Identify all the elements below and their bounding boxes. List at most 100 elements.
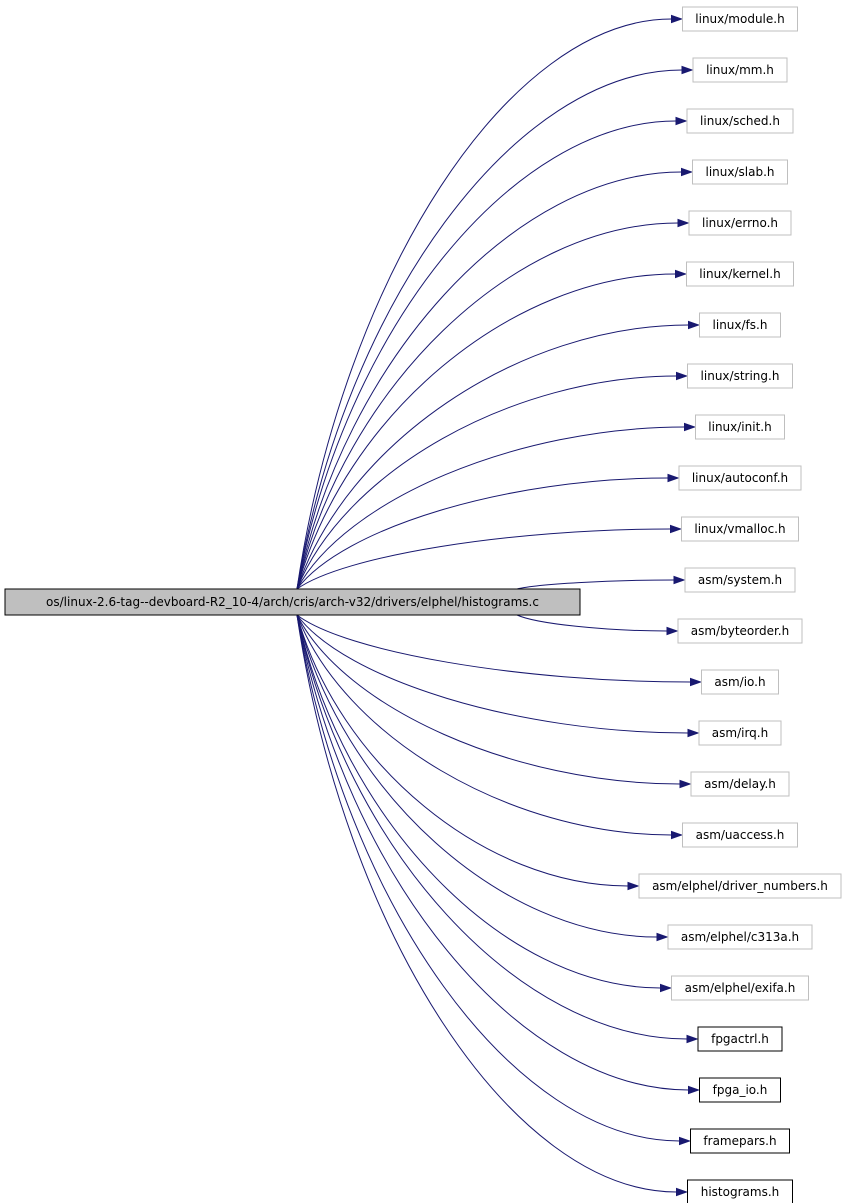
edge-arrowhead	[681, 65, 694, 75]
include-node-asm-irq-h: asm/irq.h	[698, 720, 782, 746]
edge-arrowhead	[660, 983, 673, 993]
include-edge	[296, 171, 682, 590]
edge-arrowhead	[684, 422, 697, 432]
include-node-linux-init-h: linux/init.h	[695, 414, 785, 440]
include-label: asm/byteorder.h	[691, 624, 789, 638]
include-node-linux-slab-h: linux/slab.h	[692, 159, 788, 185]
include-edge	[296, 614, 658, 938]
include-label: linux/slab.h	[706, 165, 775, 179]
include-node-asm-elphel-exifa-h: asm/elphel/exifa.h	[671, 975, 809, 1001]
include-label: framepars.h	[703, 1134, 776, 1148]
edge-arrowhead	[687, 728, 700, 738]
include-node-fpgactrl-h[interactable]: fpgactrl.h	[697, 1026, 783, 1052]
include-edge	[296, 528, 671, 590]
include-node-asm-elphel-c313a-h: asm/elphel/c313a.h	[667, 924, 813, 950]
edge-arrowhead	[673, 575, 686, 585]
include-node-framepars-h[interactable]: framepars.h	[690, 1128, 790, 1154]
include-node-asm-system-h: asm/system.h	[684, 567, 796, 593]
include-edge	[296, 18, 672, 590]
include-label: linux/autoconf.h	[692, 471, 788, 485]
include-label: linux/string.h	[701, 369, 780, 383]
include-node-histograms-h[interactable]: histograms.h	[687, 1179, 793, 1203]
include-label: asm/elphel/driver_numbers.h	[652, 879, 828, 893]
include-node-asm-byteorder-h: asm/byteorder.h	[677, 618, 803, 644]
edge-arrowhead	[676, 371, 689, 381]
include-node-linux-autoconf-h: linux/autoconf.h	[678, 465, 802, 491]
include-node-linux-sched-h: linux/sched.h	[686, 108, 794, 134]
include-edge	[516, 579, 675, 590]
include-edge	[296, 614, 677, 1193]
include-label: asm/elphel/exifa.h	[685, 981, 796, 995]
include-edge	[296, 324, 689, 590]
include-edge	[296, 375, 677, 590]
include-edge	[296, 614, 691, 683]
edge-arrowhead	[690, 677, 703, 687]
edge-arrowhead	[676, 1187, 689, 1197]
include-label: linux/errno.h	[702, 216, 778, 230]
edge-arrowhead	[671, 14, 684, 24]
include-label: asm/io.h	[714, 675, 765, 689]
include-edge	[296, 120, 677, 590]
include-node-linux-vmalloc-h: linux/vmalloc.h	[681, 516, 799, 542]
include-edges	[296, 14, 703, 1197]
include-edge	[296, 614, 688, 1040]
include-label: fpga_io.h	[713, 1083, 768, 1097]
include-edge	[296, 614, 689, 734]
edge-arrowhead	[686, 1034, 699, 1044]
include-label: linux/module.h	[695, 12, 784, 26]
edge-arrowhead	[656, 932, 669, 942]
include-label: asm/uaccess.h	[696, 828, 785, 842]
edge-arrowhead	[670, 524, 683, 534]
include-edge	[296, 477, 669, 590]
include-node-asm-delay-h: asm/delay.h	[690, 771, 790, 797]
include-node-asm-uaccess-h: asm/uaccess.h	[682, 822, 798, 848]
include-label: linux/mm.h	[706, 63, 774, 77]
include-node-linux-errno-h: linux/errno.h	[688, 210, 792, 236]
root-file-node: os/linux-2.6-tag--devboard-R2_10-4/arch/…	[4, 588, 581, 616]
include-edge	[296, 69, 683, 590]
edge-arrowhead	[667, 473, 680, 483]
include-label: linux/fs.h	[713, 318, 768, 332]
include-edge	[296, 614, 680, 1142]
edge-arrowhead	[688, 1085, 701, 1095]
edge-arrowhead	[675, 269, 688, 279]
edge-arrowhead	[679, 1136, 692, 1146]
include-label: asm/elphel/c313a.h	[681, 930, 799, 944]
include-label: asm/delay.h	[704, 777, 776, 791]
include-nodes: linux/module.h linux/mm.h linux/sched.h lin…	[638, 6, 842, 1203]
edge-arrowhead	[688, 320, 701, 330]
include-edge	[296, 614, 689, 1091]
edge-arrowhead	[666, 626, 679, 636]
include-edge	[296, 614, 681, 785]
include-edge	[296, 614, 661, 989]
edge-arrowhead	[679, 779, 692, 789]
include-edge	[296, 614, 629, 887]
include-edge	[296, 614, 672, 836]
include-edge	[296, 426, 685, 590]
include-node-asm-elphel-driver-numbers-h: asm/elphel/driver_numbers.h	[638, 873, 842, 899]
include-label: asm/system.h	[698, 573, 782, 587]
include-node-linux-fs-h: linux/fs.h	[699, 312, 781, 338]
include-edge	[516, 614, 668, 632]
include-label: asm/irq.h	[712, 726, 768, 740]
edge-arrowhead	[681, 167, 694, 177]
include-label: linux/vmalloc.h	[694, 522, 785, 536]
include-node-linux-mm-h: linux/mm.h	[692, 57, 788, 83]
include-node-fpga-io-h[interactable]: fpga_io.h	[699, 1077, 781, 1103]
include-label: linux/kernel.h	[699, 267, 780, 281]
include-edge	[296, 222, 679, 590]
edge-arrowhead	[671, 830, 684, 840]
edge-arrowhead	[627, 881, 640, 891]
include-node-linux-kernel-h: linux/kernel.h	[686, 261, 794, 287]
include-node-linux-string-h: linux/string.h	[687, 363, 793, 389]
include-label: fpgactrl.h	[711, 1032, 769, 1046]
edge-arrowhead	[675, 116, 688, 126]
include-edge	[296, 273, 676, 590]
include-node-asm-io-h: asm/io.h	[701, 669, 779, 695]
include-label: linux/sched.h	[700, 114, 780, 128]
root-file-label: os/linux-2.6-tag--devboard-R2_10-4/arch/…	[46, 595, 539, 609]
include-label: linux/init.h	[708, 420, 771, 434]
include-node-linux-module-h: linux/module.h	[682, 6, 798, 32]
include-label: histograms.h	[701, 1185, 780, 1199]
